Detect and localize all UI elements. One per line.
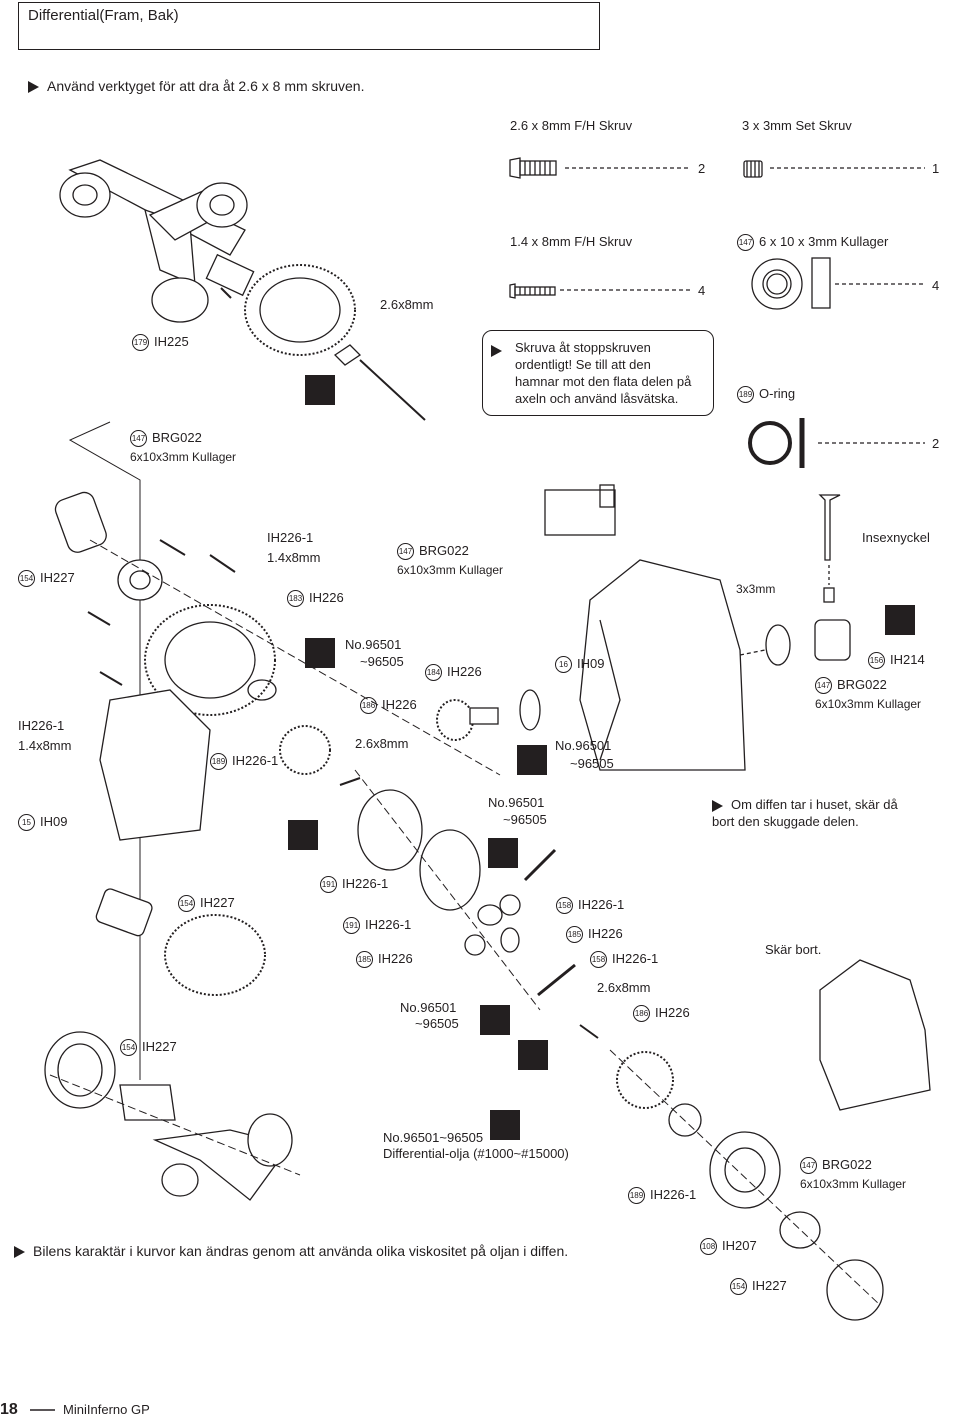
part-label: 3 x 3mm Set Skruv [742,118,852,133]
label: 2.6x8mm [597,980,651,995]
label: 1.4x8mm [267,550,321,565]
bearing-icon [751,257,831,310]
part-qty: 1 [932,161,940,176]
label: ~96505 [360,654,404,669]
label: ~96505 [570,756,614,771]
label-sub: 6x10x3mm Kullager [800,1177,907,1191]
cross-wrench-drawing [59,159,248,323]
label: Differential-olja (#1000~#15000) [383,1146,569,1161]
label-sub: 6x10x3mm Kullager [815,697,922,711]
small-screw-icon [509,283,556,299]
part-label: 1.4 x 8mm F/H Skruv [510,234,633,249]
label: Insexnyckel [862,530,930,545]
label: 1.4x8mm [18,738,72,753]
cut-note: Om diffen tar i huset, skär då bort den … [712,797,898,829]
housing-drawing [544,484,746,771]
label: 3x3mm [736,582,776,596]
label: 2.6x8mm [355,736,409,751]
part-number: 147 [737,234,754,252]
oil-bottle-icon [305,638,547,1140]
label-sub: 6x10x3mm Kullager [130,450,237,464]
part-qty: 4 [932,278,940,293]
part-qty: 2 [698,161,706,176]
o-ring-icon [748,418,805,468]
cut-label: Skär bort. [765,942,822,957]
label-sub: 6x10x3mm Kullager [397,563,504,577]
part-label: 2.6 x 8mm F/H Skruv [510,118,633,133]
title-box: Differential(Fram, Bak) [18,2,600,50]
exploded-diff-left [54,491,361,841]
product-name: MiniInferno GP [63,1402,150,1417]
footer: 18 MiniInferno GP [0,1402,150,1418]
part-qty: 2 [932,436,940,451]
arrow-icon [712,799,723,812]
page-title: Differential(Fram, Bak) [28,7,179,24]
lower-exploded-diff [44,789,931,1321]
arrow-icon [28,81,39,94]
bottom-note: Bilens karaktär i kurvor kan ändras geno… [14,1243,568,1259]
label: No.96501~96505 [383,1130,484,1145]
screwdriver-drawing [333,344,426,421]
part-qty: 4 [698,283,706,298]
instruction-top: Använd verktyget för att dra åt 2.6 x 8 … [28,78,364,94]
label: No.96501 [555,738,612,753]
hand-tool-icon [288,375,915,1070]
part-number: 189 [737,386,754,404]
pinion-drawing [436,689,541,741]
label: 2.6x8mm [380,297,434,312]
diff-gear-drawing [205,253,356,356]
page-number: 18 [0,1401,18,1418]
arrow-icon [14,1246,25,1259]
label: ~96505 [415,1016,459,1031]
label: No.96501 [400,1000,457,1015]
label: No.96501 [488,795,545,810]
label: IH226-1 [18,718,65,733]
note-text: Skruva åt stoppskruven ordentligt! Se ti… [515,340,692,406]
note-box: Skruva åt stoppskruven ordentligt! Se ti… [482,330,714,416]
label: IH226-1 [267,530,314,545]
label: ~96505 [503,812,547,827]
arrow-icon [491,345,692,357]
flathead-screw-icon [509,157,557,179]
hex-key-drawing [818,494,841,603]
set-screw-icon [743,160,763,178]
bearing-right-drawing [739,619,851,666]
label: No.96501 [345,637,402,652]
